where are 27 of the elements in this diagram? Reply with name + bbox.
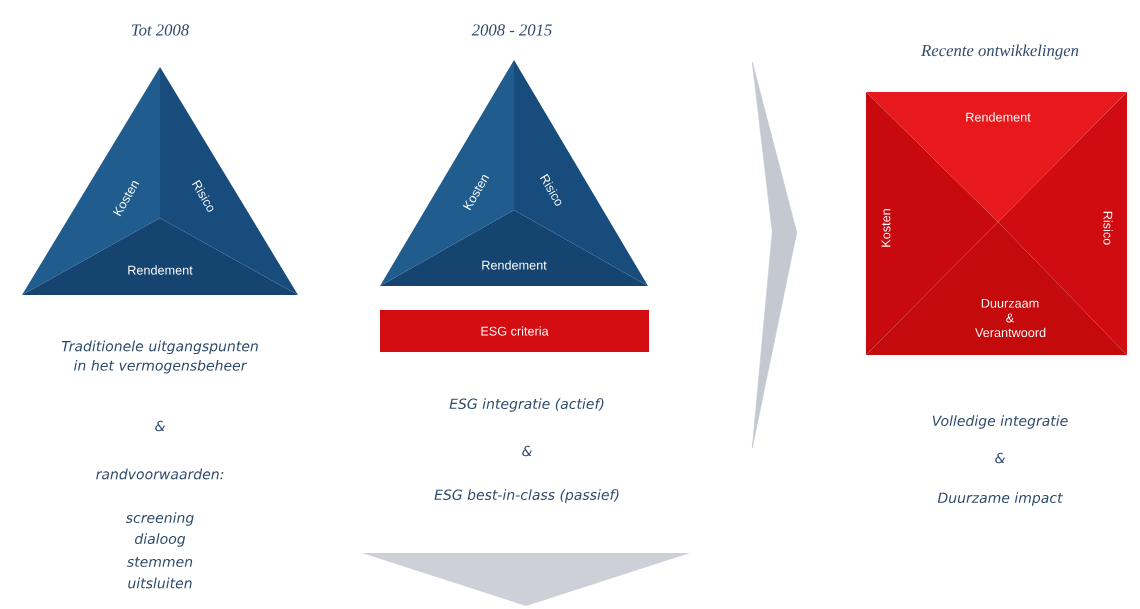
description-text: Volledige integratie — [932, 415, 1068, 429]
description-text: Duurzame impact — [937, 492, 1063, 506]
segment-label: Kosten — [881, 209, 891, 247]
column-heading: 2008 - 2015 — [471, 24, 552, 36]
column-heading: Recente ontwikkelingen — [921, 44, 1079, 60]
square-diagram — [866, 92, 1127, 355]
description-text: dialoog — [135, 533, 186, 547]
description-text: & — [522, 445, 532, 457]
segment-label: Risico — [1103, 211, 1113, 245]
description-text: uitsluiten — [128, 577, 192, 589]
description-text: & — [995, 452, 1005, 464]
segment-label: Duurzaam & Verantwoord — [975, 298, 1046, 338]
description-text: & — [155, 420, 165, 432]
description-text: stemmen — [127, 557, 193, 567]
description-text: screening — [125, 512, 194, 526]
chevron-arrow — [751, 61, 798, 449]
triangle-diagram — [380, 60, 648, 286]
criteria-bar: ESG criteria — [380, 310, 649, 352]
description-text: randvoorwaarden: — [96, 468, 224, 480]
description-text: Traditionele uitgangspunten in het vermogensbeheer — [61, 340, 258, 374]
segment-label: Rendement — [966, 112, 1031, 122]
segment-label: Rendement — [482, 260, 547, 270]
description-text: ESG integratie (actief) — [449, 398, 604, 412]
triangle-diagram — [22, 67, 298, 295]
description-text: ESG best-in-class (passief) — [434, 489, 619, 503]
segment-label: Rendement — [128, 265, 193, 275]
column-heading: Tot 2008 — [132, 24, 189, 36]
